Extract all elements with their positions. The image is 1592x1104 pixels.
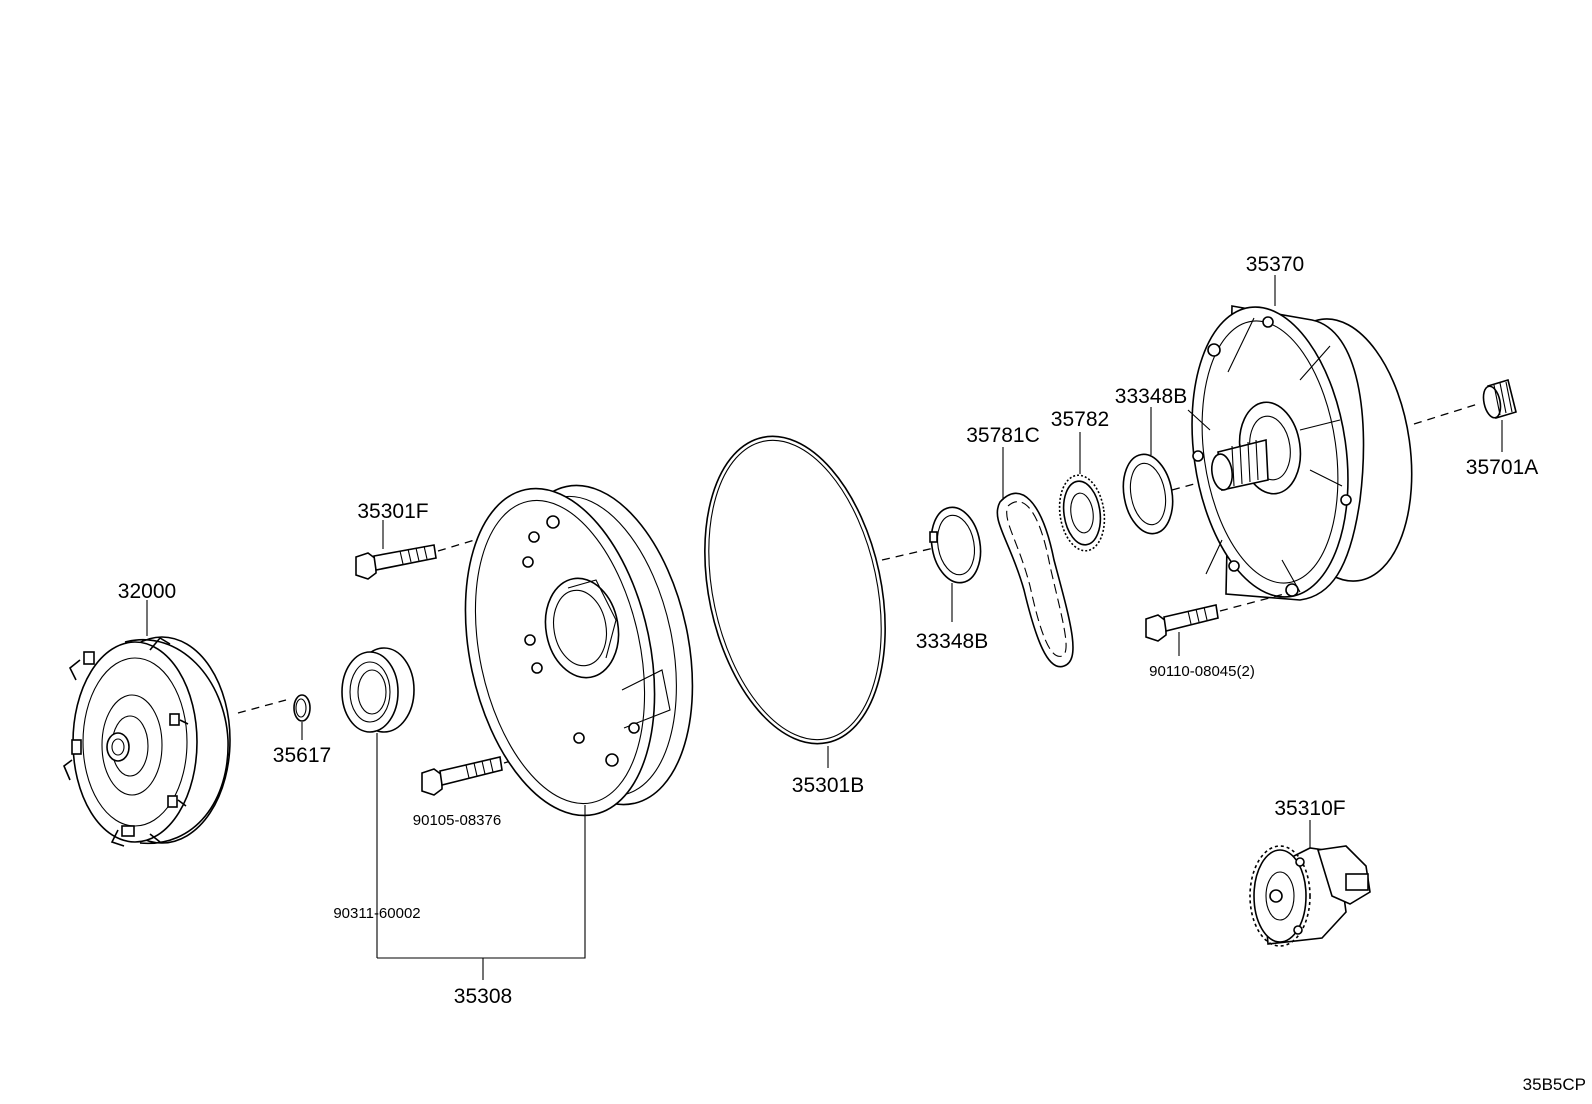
label-35782[interactable]: 35782 [1051, 408, 1109, 431]
bushing-35701a[interactable] [1481, 378, 1517, 420]
chain-35781c[interactable] [996, 492, 1074, 668]
oil-seal-90311[interactable] [341, 647, 415, 733]
label-90110-08045[interactable]: 90110-08045(2) [1149, 663, 1255, 680]
oil-pump-assy-35310f[interactable] [1249, 845, 1371, 947]
bolt-90110[interactable] [1145, 604, 1219, 642]
label-35301f[interactable]: 35301F [357, 500, 428, 523]
torque-converter[interactable] [63, 636, 231, 847]
label-35781c[interactable]: 35781C [966, 424, 1040, 447]
pump-cover-35370[interactable] [1174, 297, 1427, 607]
label-35301b[interactable]: 35301B [792, 774, 864, 797]
ring-35617[interactable] [293, 694, 311, 722]
label-32000[interactable]: 32000 [118, 580, 176, 603]
label-33348b-rear[interactable]: 33348B [1115, 385, 1187, 408]
o-ring-35301b[interactable] [678, 420, 911, 761]
label-90105-08376[interactable]: 90105-08376 [413, 812, 501, 829]
diagram-code: 35B5CP [1523, 1075, 1586, 1094]
label-35701a[interactable]: 35701A [1466, 456, 1538, 479]
label-90311-60002[interactable]: 90311-60002 [333, 905, 420, 922]
label-35310f[interactable]: 35310F [1274, 797, 1345, 820]
label-35370[interactable]: 35370 [1246, 253, 1304, 276]
label-35617[interactable]: 35617 [273, 744, 331, 767]
label-33348b-front[interactable]: 33348B [916, 630, 988, 653]
sprocket-35782[interactable] [1055, 472, 1109, 553]
bolt-35301f[interactable] [355, 544, 437, 580]
bolt-90105[interactable] [421, 756, 503, 796]
washer-33348b-front[interactable] [926, 503, 986, 586]
pump-body-35308[interactable] [437, 468, 719, 833]
washer-33348b-rear[interactable] [1117, 450, 1178, 537]
label-35308[interactable]: 35308 [454, 985, 512, 1008]
